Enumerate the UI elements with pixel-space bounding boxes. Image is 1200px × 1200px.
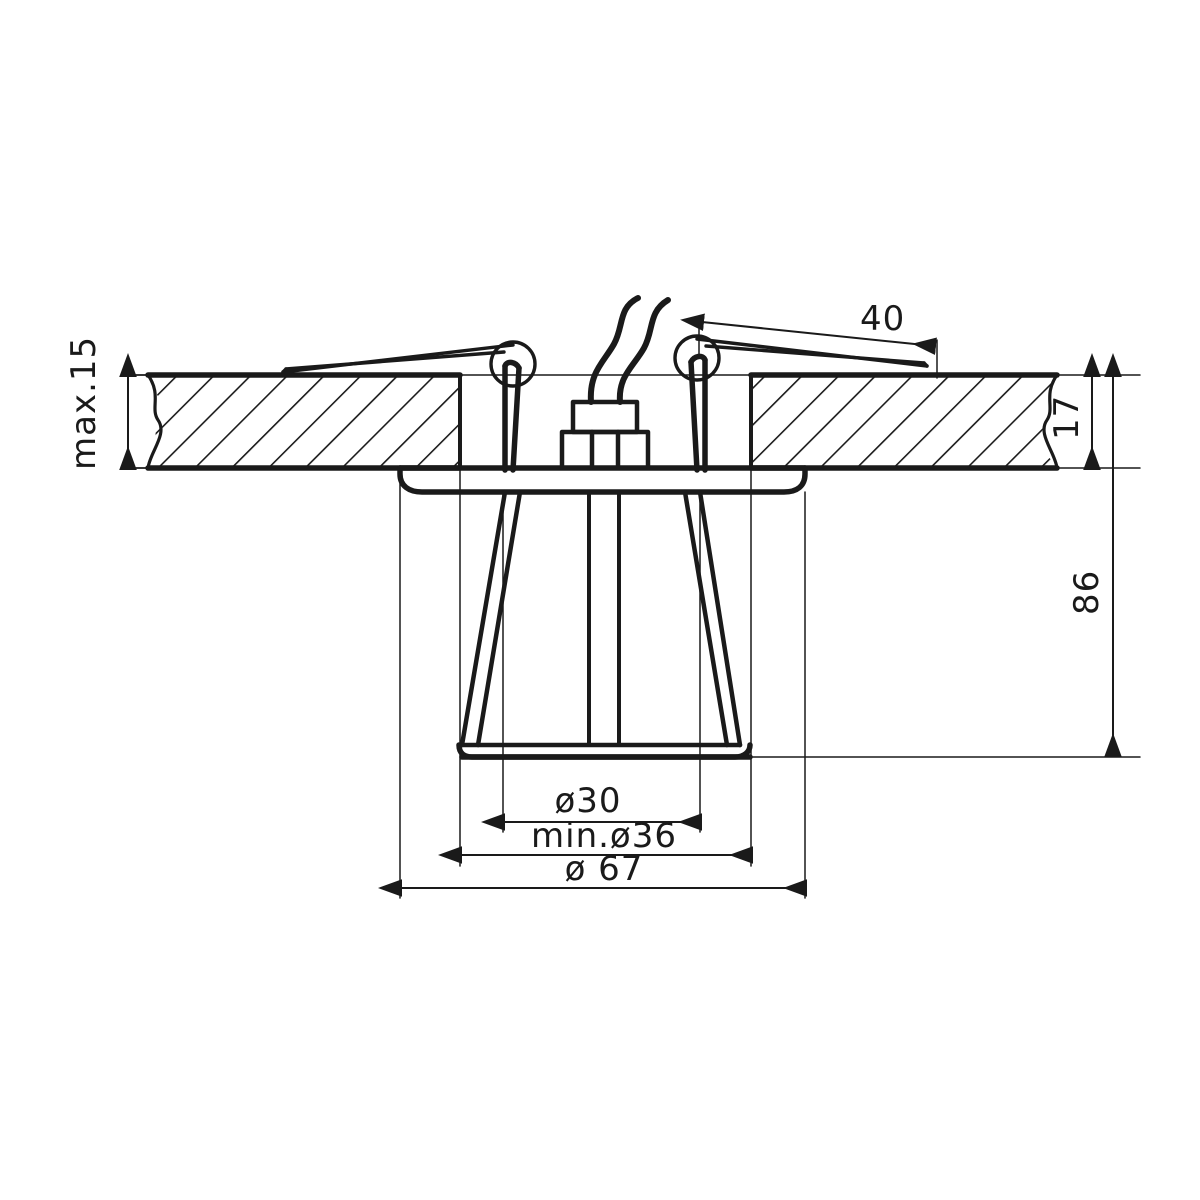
dimension-label-d30: ø30 xyxy=(554,781,621,821)
ceiling-section-left xyxy=(145,372,463,471)
supply-wires xyxy=(587,295,671,405)
dimension-label-d36: min.ø36 xyxy=(531,816,677,856)
dimension-label-40: 40 xyxy=(860,299,905,339)
spring-clip-left xyxy=(281,340,537,473)
dimension-overall-depth xyxy=(749,353,1141,758)
reflector-cone-body xyxy=(456,489,753,760)
dimension-label-max15: max.15 xyxy=(64,336,104,470)
wire-terminal-block xyxy=(559,399,651,471)
dimension-label-86: 86 xyxy=(1067,570,1107,615)
trim-flange-ring xyxy=(397,465,808,495)
ceiling-section-right xyxy=(748,372,1060,471)
dimension-extension-lines xyxy=(399,467,806,899)
dimension-label-17: 17 xyxy=(1047,395,1087,440)
dimension-ceiling-thickness xyxy=(119,353,171,470)
dimension-label-d67: ø 67 xyxy=(565,849,644,889)
dimension-spring-reach xyxy=(680,313,938,379)
